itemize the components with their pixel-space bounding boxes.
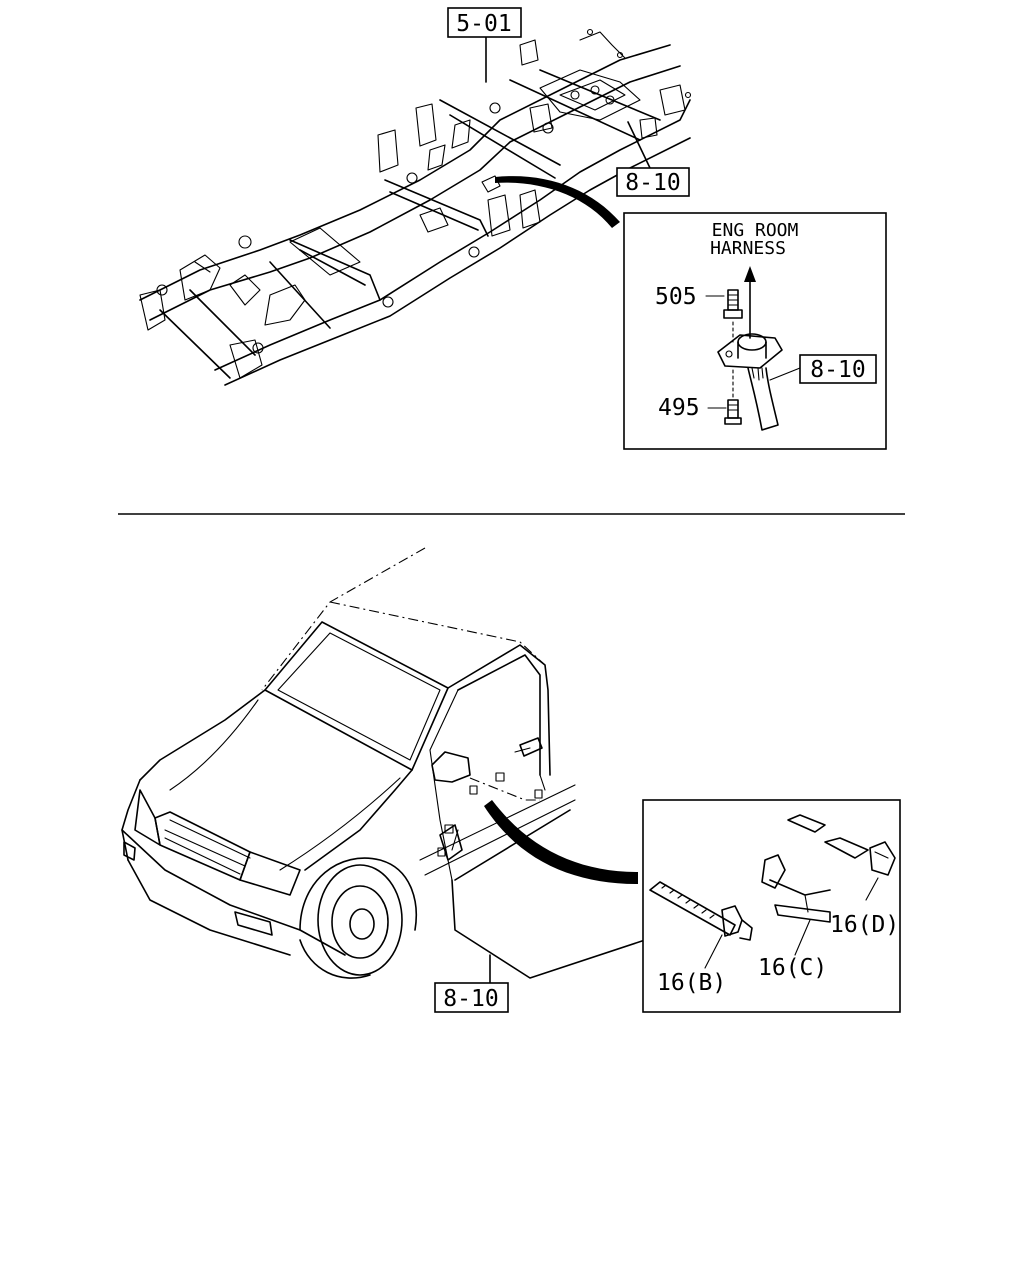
bolt-505-icon [723,289,743,319]
inset-title-line2: HARNESS [710,238,786,259]
clip-c-icon [761,854,831,923]
part-505-label[interactable]: 505 [655,284,697,310]
chassis-frame-drawing [139,28,692,386]
clip-16c-label[interactable]: 16(C) [758,955,827,981]
ref-8-10-bottom-label: 8-10 [443,986,498,1012]
inset-eng-room-harness: ENG ROOM HARNESS 505 495 [623,212,887,450]
harness-tube [747,367,779,431]
screw-495-icon [724,399,742,425]
ref-8-10-inset-label: 8-10 [810,357,865,383]
ref-5-01-box[interactable]: 5-01 [447,7,522,38]
ref-8-10-inset-box[interactable]: 8-10 [799,354,877,384]
clip-d-icon [787,814,896,876]
clip-16d-label[interactable]: 16(D) [830,912,899,938]
grommet-plate [717,334,783,369]
part-495-label[interactable]: 495 [658,395,700,421]
ref-8-10-top-box[interactable]: 8-10 [616,167,690,197]
vehicle-front-drawing [121,547,576,979]
ref-8-10-top-label: 8-10 [625,170,680,196]
inset-clips: 16(B) 16(C) 16(D) [642,799,901,1013]
detail-pointer-bottom [484,800,638,884]
clip-b-icon [649,881,753,941]
ref-8-10-bottom-box[interactable]: 8-10 [434,982,509,1013]
side-mirror [431,751,471,783]
inset-title-line1: ENG ROOM [712,220,799,241]
clip-16b-label[interactable]: 16(B) [657,970,726,996]
detail-pointer-top [495,176,620,228]
grille [154,811,251,881]
ref-5-01-label: 5-01 [456,11,511,37]
